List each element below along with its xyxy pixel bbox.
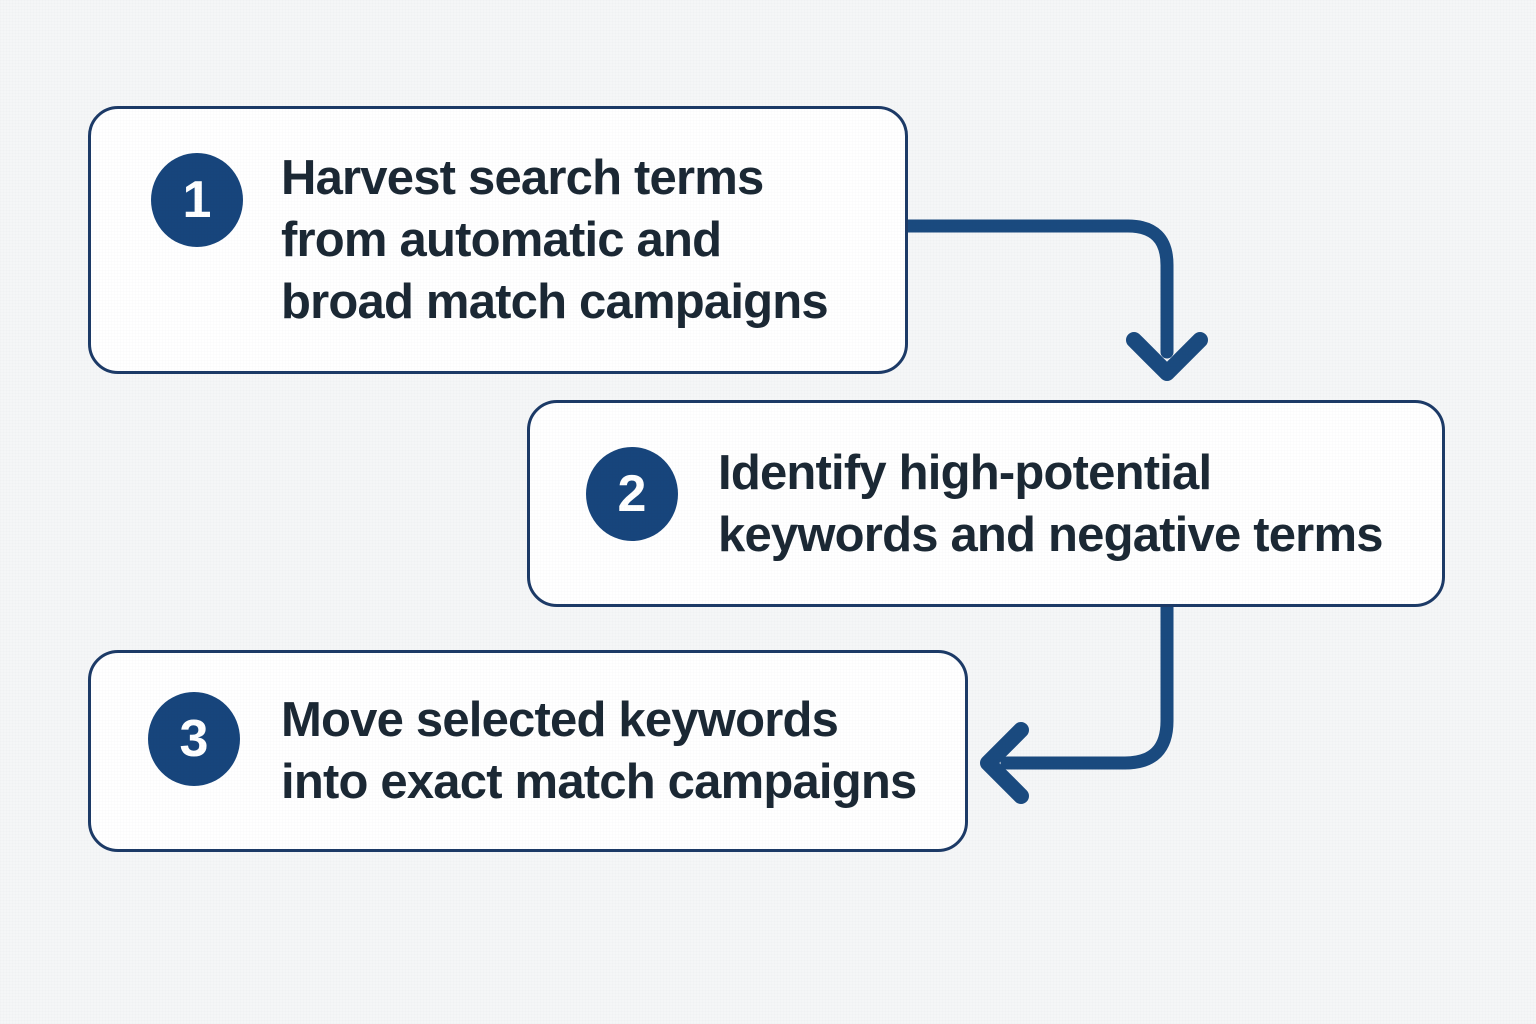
step-1-text-line-2: from automatic and <box>281 213 722 267</box>
step-2-text-line-1: Identify high-potential <box>718 445 1212 500</box>
arrow-step2-to-step3-head <box>980 722 1029 804</box>
step-2-text: Identify high-potential keywords and neg… <box>718 442 1383 566</box>
step-2-number-badge: 2 <box>586 447 678 541</box>
step-1-text: Harvest search terms from automatic and … <box>281 147 829 333</box>
step-3-number-badge: 3 <box>148 692 240 786</box>
step-3-text-line-1: Move selected keywords <box>281 693 839 747</box>
arrow-step1-to-step2-head <box>1126 332 1208 381</box>
step-1-text-line-1: Harvest search terms <box>281 151 764 205</box>
arrow-step2-to-step3-line <box>1000 600 1174 770</box>
step-2-text-line-2: keywords and negative terms <box>718 507 1383 562</box>
step-3-box: 3 Move selected keywords into exact matc… <box>88 650 968 852</box>
step-1-text-line-3: broad match campaigns <box>281 275 829 329</box>
step-3-text-line-2: into exact match campaigns <box>281 755 917 809</box>
step-1-number-badge: 1 <box>151 153 243 247</box>
step-1-box: 1 Harvest search terms from automatic an… <box>88 106 908 374</box>
step-3-text: Move selected keywords into exact match … <box>281 689 917 813</box>
step-2-number: 2 <box>617 465 647 523</box>
step-1-number: 1 <box>182 171 212 229</box>
step-2-box: 2 Identify high-potential keywords and n… <box>527 400 1445 607</box>
step-3-number: 3 <box>179 710 209 768</box>
arrow-step1-to-step2-line <box>901 219 1174 359</box>
